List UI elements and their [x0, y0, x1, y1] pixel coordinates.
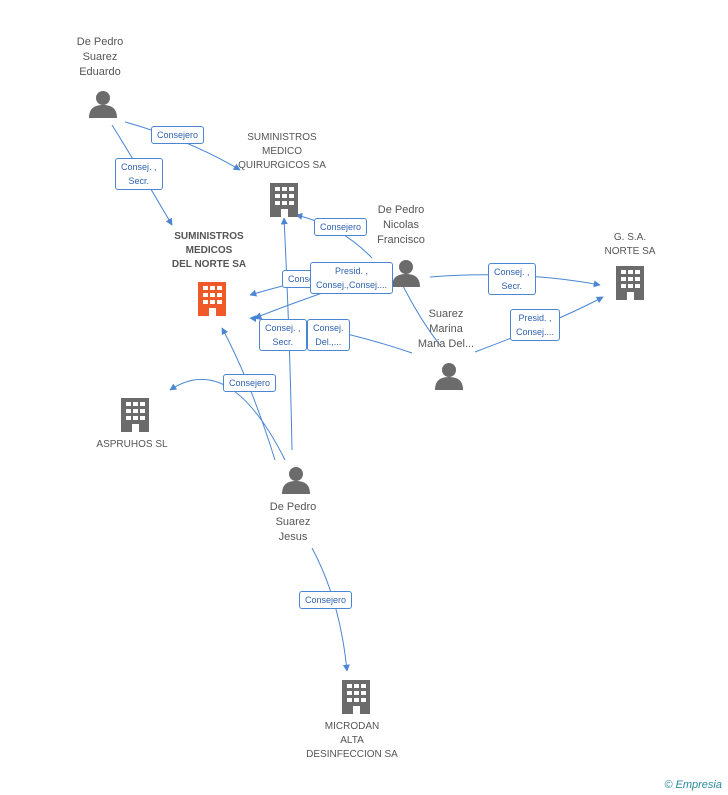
edge-label-consej-secr[interactable]: Consej. , Secr.: [488, 263, 536, 295]
edge-label-consejero[interactable]: Consejero: [151, 126, 205, 144]
node-marina-person-icon[interactable]: [435, 363, 463, 390]
node-aspruhos-building-icon[interactable]: [121, 398, 149, 432]
node-label-marina[interactable]: Suarez Marina Maria Del...: [417, 308, 475, 350]
edge-label-consej-secr[interactable]: Consej. , Secr.: [115, 158, 163, 190]
node-label-quirurgicos[interactable]: SUMINISTROS MEDICO QUIRURGICOS SA: [238, 132, 326, 171]
node-eduardo-person-icon[interactable]: [89, 91, 117, 118]
brand-name: Empresia: [675, 779, 722, 791]
node-gsa-building-icon[interactable]: [616, 266, 644, 300]
node-label-microdan[interactable]: MICRODAN ALTA DESINFECCION SA: [306, 721, 398, 760]
edge-label-presid-consej[interactable]: Presid. , Consej....: [510, 309, 561, 341]
edge-label-consejero[interactable]: Consejero: [314, 218, 368, 236]
node-label-nicolas[interactable]: De Pedro Nicolas Francisco: [377, 204, 425, 246]
edge-jesus-microdan: [311, 547, 350, 672]
brand-footer: © Empresia: [664, 779, 722, 791]
edge-label-consej-del[interactable]: Consej. Del.,...: [307, 319, 350, 351]
node-quirurgicos-building-icon[interactable]: [270, 183, 298, 217]
edge-label-presid-consej[interactable]: Presid. , Consej.,Consej....: [310, 262, 394, 294]
edge-nicolas-focus-c: [399, 279, 441, 346]
edge-label-consejero[interactable]: Consejero: [299, 591, 353, 609]
edge-label-consej-secr[interactable]: Consej. , Secr.: [259, 319, 307, 351]
node-nicolas-person-icon[interactable]: [392, 260, 420, 287]
copyright-icon: ©: [664, 779, 673, 791]
node-microdan-building-icon[interactable]: [342, 680, 370, 714]
node-jesus-person-icon[interactable]: [282, 467, 310, 494]
node-label-aspruhos[interactable]: ASPRUHOS SL: [96, 439, 168, 450]
edge-label-consejero[interactable]: Consejero: [223, 374, 277, 392]
node-label-gsa[interactable]: G. S.A. NORTE SA: [604, 232, 656, 257]
node-label-focus[interactable]: SUMINISTROS MEDICOS DEL NORTE SA: [171, 231, 247, 270]
node-focus-building-icon[interactable]: [198, 282, 226, 316]
node-label-jesus[interactable]: De Pedro Suarez Jesus: [269, 501, 317, 543]
node-label-eduardo[interactable]: De Pedro Suarez Eduardo: [76, 36, 124, 78]
